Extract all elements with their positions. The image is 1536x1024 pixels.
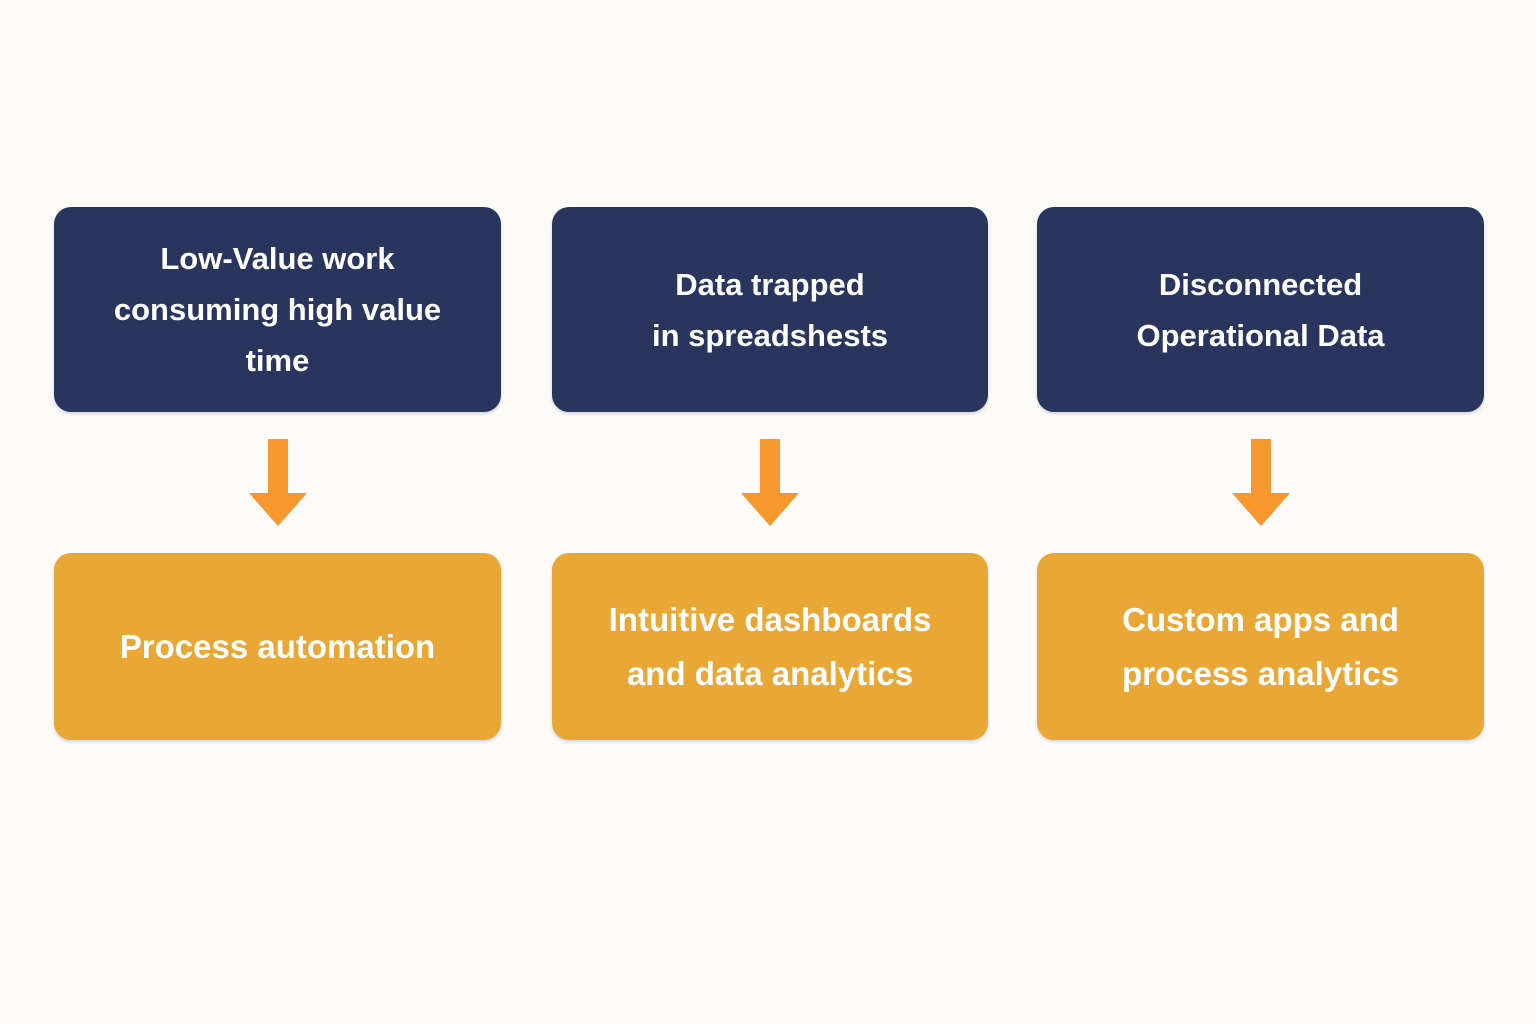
- problem-line: Disconnected: [1158, 266, 1363, 302]
- problem-box-label: Low-Value work consuming high value time: [114, 233, 441, 386]
- problem-line: Low-Value work: [160, 241, 395, 276]
- solution-line: Custom apps and: [1122, 600, 1399, 638]
- solution-line: Intuitive dashboards: [608, 600, 932, 638]
- down-arrow-icon: [741, 439, 799, 526]
- solution-box-label: Process automation: [120, 620, 435, 674]
- problem-line: in spreadshests: [651, 317, 889, 353]
- arrow-wrap: [552, 412, 988, 553]
- problem-line: time: [245, 343, 310, 378]
- diagram-column-1: Low-Value work consuming high value time…: [54, 207, 501, 740]
- problem-line: Data trapped: [675, 266, 865, 302]
- down-arrow-icon: [248, 439, 307, 526]
- solution-box-process-automation: Process automation: [54, 553, 501, 740]
- solution-box-label: Custom apps and process analytics: [1122, 593, 1399, 701]
- problem-box-label: Data trapped in spreadshests: [652, 259, 888, 361]
- diagram-column-3: Disconnected Operational Data Custom app…: [1037, 207, 1484, 740]
- problem-line: Operational Data: [1136, 317, 1385, 353]
- solution-box-label: Intuitive dashboards and data analytics: [609, 593, 932, 701]
- problem-box-data-trapped: Data trapped in spreadshests: [552, 207, 988, 412]
- down-arrow-icon: [1231, 439, 1290, 526]
- solution-box-dashboards: Intuitive dashboards and data analytics: [552, 553, 988, 740]
- solution-box-custom-apps: Custom apps and process analytics: [1037, 553, 1484, 740]
- problem-box-disconnected-data: Disconnected Operational Data: [1037, 207, 1484, 412]
- arrow-wrap: [1037, 412, 1484, 553]
- solution-line: and data analytics: [626, 654, 914, 692]
- arrow-wrap: [54, 412, 501, 553]
- problem-box-low-value-work: Low-Value work consuming high value time: [54, 207, 501, 412]
- problem-line: consuming high value: [113, 292, 442, 327]
- problem-box-label: Disconnected Operational Data: [1136, 259, 1384, 361]
- solution-line: Process automation: [119, 627, 436, 665]
- diagram-column-2: Data trapped in spreadshests Intuitive d…: [552, 207, 988, 740]
- solution-line: process analytics: [1122, 654, 1399, 692]
